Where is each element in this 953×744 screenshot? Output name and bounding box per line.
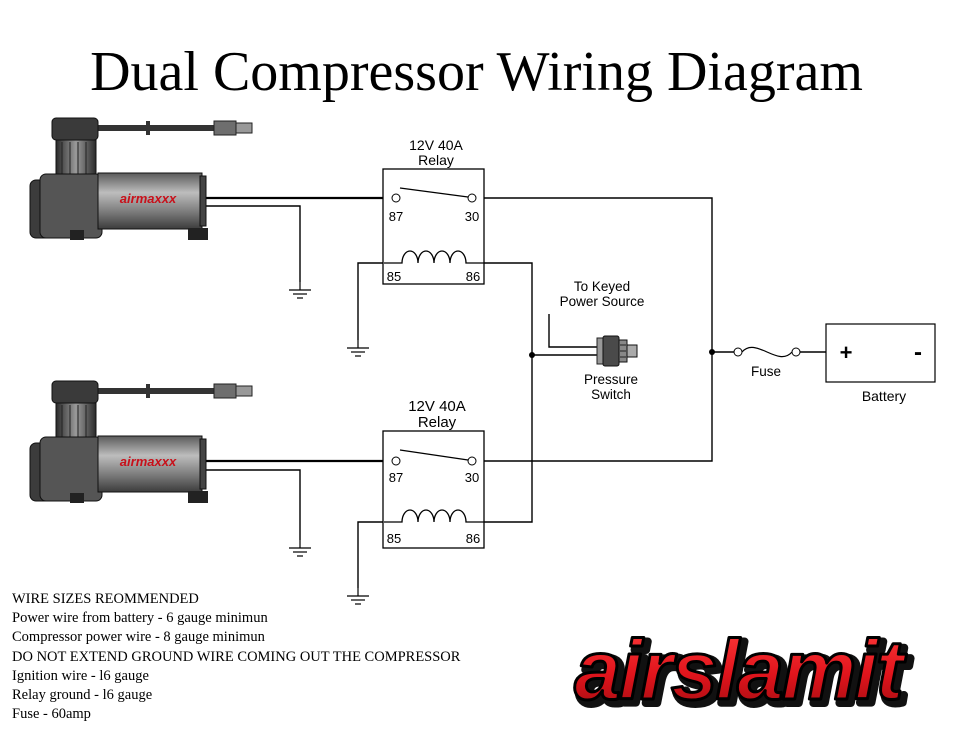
- airslamit-logo: airslamit airslamit: [573, 622, 917, 726]
- notes-line: Ignition wire - l6 gauge: [12, 667, 149, 684]
- relay-1-label: Relay: [418, 152, 454, 168]
- battery-minus: -: [914, 339, 922, 366]
- junction-dot-bus: [529, 352, 535, 358]
- compressor-2: airmaxxx: [29, 380, 253, 504]
- keyed-source-label-2: Power Source: [560, 294, 645, 309]
- relay-2-pin-85: 85: [387, 531, 401, 546]
- wires: [206, 196, 826, 588]
- relay-2: 12V 40A Relay 87 30 85 86: [382, 398, 485, 549]
- relay-1-pin-30: 30: [465, 209, 479, 224]
- notes-line: DO NOT EXTEND GROUND WIRE COMING OUT THE…: [12, 648, 461, 665]
- relay-2-pin-87: 87: [389, 470, 403, 485]
- notes-line: Power wire from battery - 6 gauge minimu…: [12, 610, 268, 627]
- page-title: Dual Compressor Wiring Diagram: [90, 41, 863, 103]
- pressure-switch-label-2: Switch: [591, 387, 631, 402]
- relay-1-pin-87: 87: [389, 209, 403, 224]
- compressor-1: airmaxxx: [29, 117, 253, 241]
- relay-2-pin-30: 30: [465, 470, 479, 485]
- notes-line: Relay ground - l6 gauge: [12, 687, 153, 704]
- ground-symbol-compressor-2: [288, 539, 312, 557]
- relay-1: 12V 40A Relay 87 30 85 86: [382, 137, 485, 285]
- battery-label: Battery: [862, 388, 906, 404]
- battery-plus: +: [840, 340, 853, 365]
- relay-2-label: Relay: [418, 414, 457, 431]
- relay-1-pin-85: 85: [387, 269, 401, 284]
- logo-shadow: airslamit: [578, 627, 911, 721]
- notes-line: Fuse - 60amp: [12, 706, 91, 723]
- compressor-2-brand: airmaxxx: [120, 454, 177, 469]
- ground-symbol-compressor-1: [288, 281, 312, 299]
- fuse: [733, 346, 801, 358]
- relay-1-pin-86: 86: [466, 269, 480, 284]
- compressor-1-brand: airmaxxx: [120, 191, 177, 206]
- fuse-label: Fuse: [751, 364, 781, 379]
- relay-1-rating: 12V 40A: [409, 137, 463, 153]
- notes-line: Compressor power wire - 8 gauge minimun: [12, 629, 265, 646]
- keyed-source-label-1: To Keyed: [574, 279, 630, 294]
- battery: + -: [825, 323, 936, 383]
- junction-dot-main: [709, 349, 715, 355]
- relay-2-pin-86: 86: [466, 531, 480, 546]
- wire-size-notes: WIRE SIZES REOMMENDED Power wire from ba…: [12, 590, 460, 724]
- relay-2-rating: 12V 40A: [408, 398, 466, 415]
- pressure-switch: [596, 335, 638, 367]
- notes-heading: WIRE SIZES REOMMENDED: [12, 591, 199, 607]
- pressure-switch-label-1: Pressure: [584, 372, 638, 387]
- logo-text: airslamit: [574, 623, 907, 717]
- ground-symbol-relay-1: [346, 339, 370, 357]
